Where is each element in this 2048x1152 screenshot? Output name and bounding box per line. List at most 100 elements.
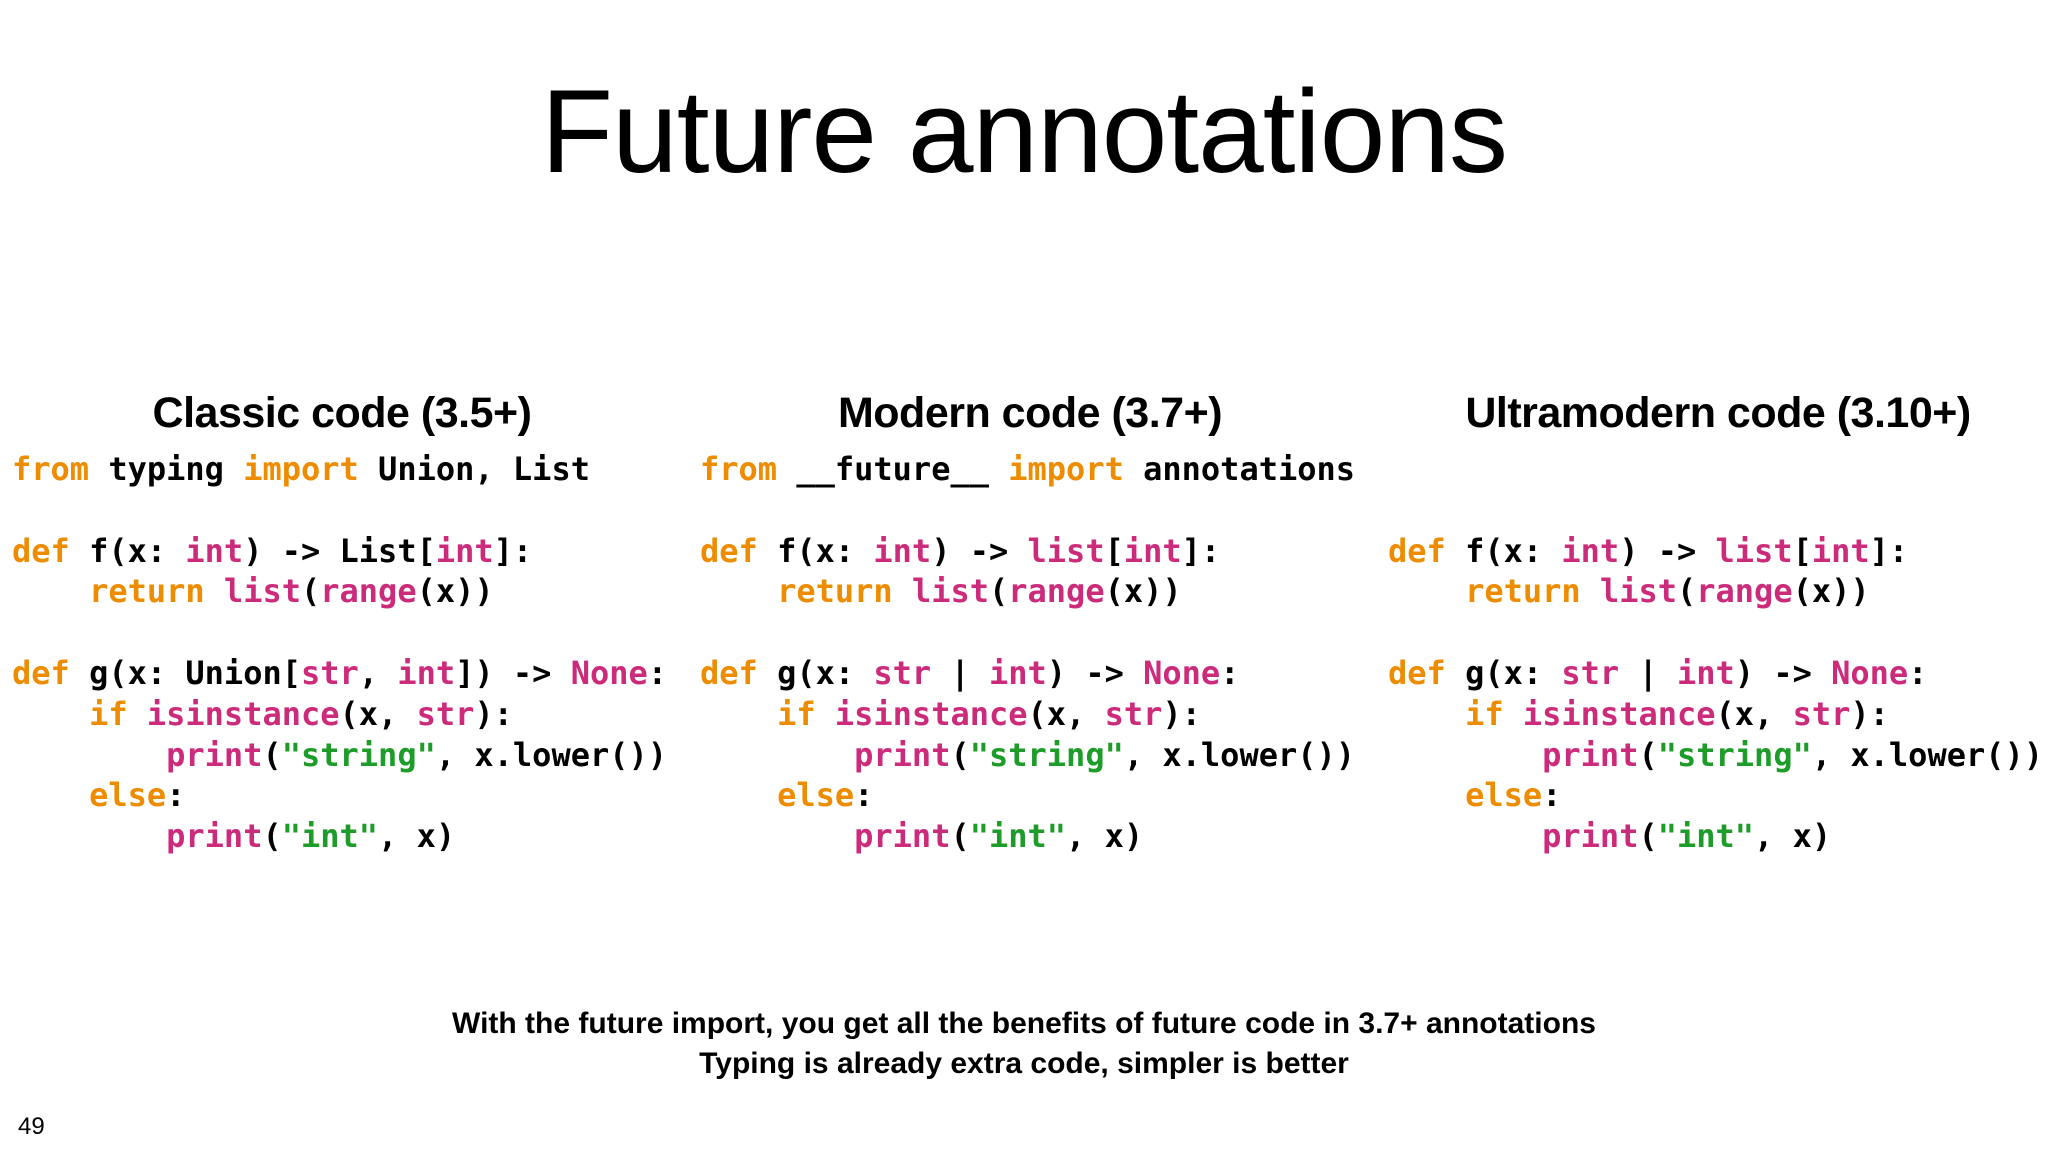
column-heading-classic: Classic code (3.5+) [152,389,532,437]
code-text [1388,695,1465,733]
code-builtin: str [1104,694,1163,733]
code-line [700,612,1380,653]
code-line: def g(x: Union[str, int]) -> None: [12,653,692,694]
code-text [1581,572,1600,610]
code-text: annotations [1123,450,1356,488]
code-text: g(x: [757,653,874,692]
code-block-ultramodern: def f(x: int) -> list[int]: return list(… [1388,449,2048,857]
code-builtin: print [854,817,951,856]
code-keyword: else [777,776,855,815]
code-text: ( [300,572,321,611]
code-text: ) -> [1619,531,1716,570]
code-builtin: int [1811,531,1870,570]
code-text: , [358,653,398,692]
code-text: : [854,776,874,815]
code-keyword: def [1388,531,1446,570]
code-text: , x) [1754,817,1832,856]
code-text [1504,695,1523,733]
code-keyword: else [1465,776,1543,815]
code-line: print("int", x) [700,816,1380,857]
code-builtin: None [1831,653,1909,692]
code-line: return list(range(x)) [700,571,1380,612]
code-line: print("int", x) [12,816,692,857]
code-text: , x) [378,817,456,856]
code-line: def f(x: int) -> list[int]: [700,531,1380,572]
code-text: | [931,653,989,692]
code-text: f(x: [1445,531,1562,570]
code-text [1388,817,1542,855]
code-line: from typing import Union, List [12,449,692,490]
code-builtin: list [1715,531,1793,570]
code-builtin: str [1561,653,1620,692]
code-column-modern: Modern code (3.7+) from __future__ impor… [700,385,1380,857]
code-line: def f(x: int) -> list[int]: [1388,531,2048,572]
code-builtin: isinstance [146,694,340,733]
code-text: ( [950,817,970,856]
code-keyword: else [89,776,167,815]
code-text: ]: [493,531,533,570]
code-text [700,572,777,610]
code-builtin: str [1792,694,1851,733]
code-text: [ [1792,531,1812,570]
code-text: , x.lower()) [1811,735,2044,774]
code-text: ]) -> [455,653,571,692]
code-text: ]: [1869,531,1909,570]
code-text: Union, List [358,450,590,488]
code-text: : [1542,776,1562,815]
code-string: "string" [1657,735,1812,774]
code-text: typing [89,450,244,488]
code-keyword: def [12,653,70,692]
code-string: "int" [281,817,379,856]
code-text: : [166,776,186,815]
code-text [700,817,854,855]
code-builtin: None [570,653,648,692]
footer-notes: With the future import, you get all the … [0,1004,2048,1084]
footer-note-line: Typing is already extra code, simpler is… [699,1047,1349,1080]
code-text: , x.lower()) [435,735,668,774]
code-text [700,736,854,774]
code-line: print("string", x.lower()) [700,735,1380,776]
code-line: if isinstance(x, str): [700,694,1380,735]
code-text: (x, [1027,694,1105,733]
code-builtin: int [185,531,244,570]
code-keyword: from [12,450,90,488]
code-keyword: import [1008,450,1124,488]
code-line [700,490,1380,531]
code-text: [ [1104,531,1124,570]
code-line [1388,490,2048,531]
code-keyword: if [89,694,128,733]
code-text: : [647,653,668,692]
code-text [12,572,89,610]
code-builtin: int [988,653,1047,692]
code-text: g(x: [1445,653,1562,692]
code-column-ultramodern: Ultramodern code (3.10+) def f(x: int ) -… [1388,385,2048,857]
code-line: def g(x: str | int) -> None: [700,653,1380,694]
code-text: ) -> List[ [243,531,436,570]
code-builtin: range [1696,572,1793,611]
code-keyword: def [700,531,758,570]
code-text: ) -> [931,531,1028,570]
code-builtin: int [1123,531,1182,570]
code-builtin: int [873,531,932,570]
code-keyword: def [1388,653,1446,692]
code-keyword: from [700,450,778,488]
code-text [700,695,777,733]
code-text: ): [1162,694,1201,733]
code-builtin: list [1027,531,1105,570]
code-text: ( [1638,817,1658,856]
code-line: if isinstance(x, str): [1388,694,2048,735]
code-builtin: print [166,735,263,774]
code-keyword: return [89,572,205,611]
column-heading-modern: Modern code (3.7+) [837,389,1223,437]
code-builtin: print [166,817,263,856]
code-builtin: print [854,735,951,774]
code-text: (x)) [1792,572,1870,611]
code-text: (x)) [416,572,494,611]
code-text: (x, [1715,694,1793,733]
column-heading-ultramodern: Ultramodern code (3.10+) [1465,389,1971,437]
code-builtin: int [397,653,456,692]
code-keyword: if [1465,694,1504,733]
code-text: ( [1676,572,1697,611]
code-text [1388,776,1465,814]
code-text: ): [474,694,513,733]
